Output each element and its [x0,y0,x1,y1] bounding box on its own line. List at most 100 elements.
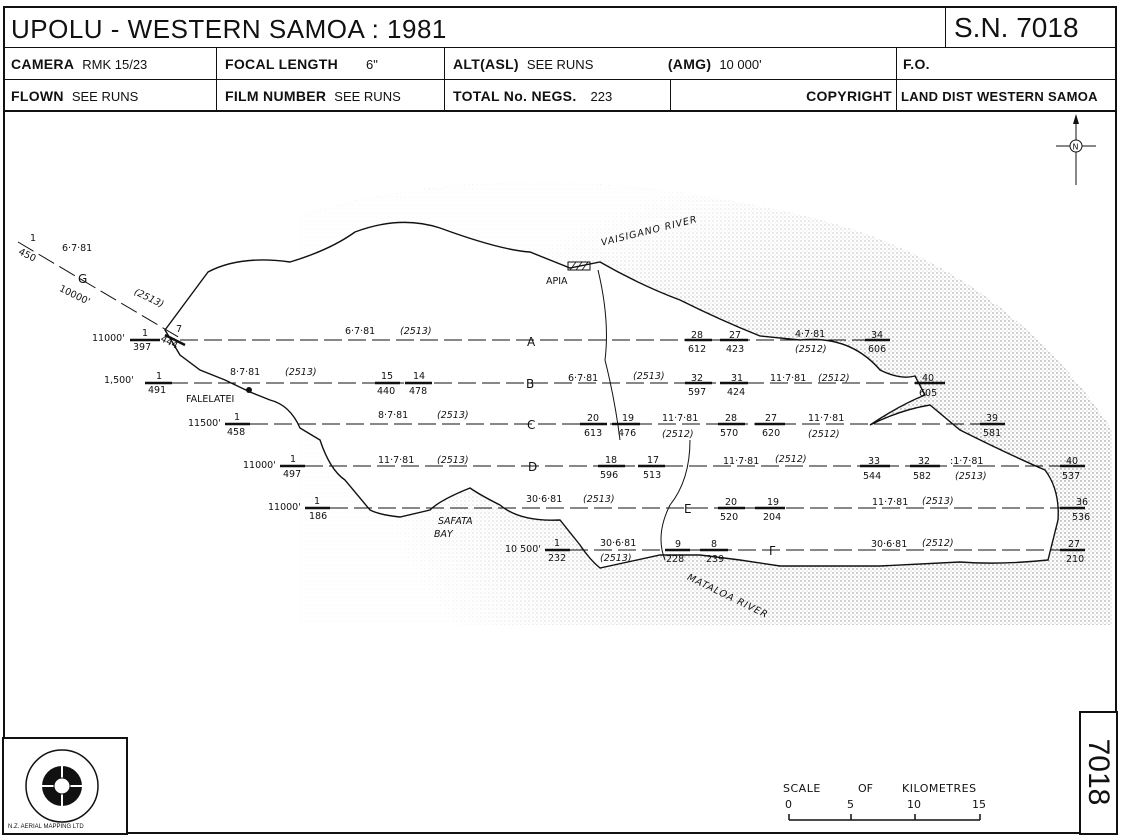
copyright-label: COPYRIGHT [806,88,892,104]
scale-tick-5: 5 [847,798,854,811]
run-a-endb: 606 [868,344,887,355]
run-b-f3: 32 [691,373,704,384]
run-f-date2: 30·6·81 [871,539,908,550]
fo-cell: F.O. [897,48,1117,80]
run-a-f1: 28 [691,330,704,341]
alt-cell: ALT(ASL)SEE RUNS (AMG)10 000' [445,48,897,80]
run-b-date3: 11·7·81 [770,373,807,384]
run-e-start-frame: 1 [314,496,321,507]
run-e-date2: 11·7·81 [872,497,909,508]
run-d-f2b: 513 [643,470,662,481]
amg-value: 10 000' [719,57,762,72]
run-a-f2: 27 [729,330,742,341]
run-e-letter: E [684,502,692,516]
owner-cell: LAND DIST WESTERN SAMOA [897,80,1117,112]
run-a-f2b: 423 [726,344,745,355]
run-c-f2b: 476 [618,428,637,439]
run-g-end: 7 [176,324,183,335]
run-f-endb: 210 [1066,554,1085,565]
run-g-letter: G [78,272,88,286]
run-c-f1b: 613 [584,428,603,439]
run-f-date: 30·6·81 [600,538,637,549]
run-f-end: 27 [1068,539,1081,550]
side-number: 7018 [1082,738,1115,806]
film-value: SEE RUNS [334,89,401,104]
run-c-start-film: 458 [227,427,246,438]
run-f-f1b: 228 [666,554,685,565]
run-b-film3: (2512) [818,373,850,384]
flown-value: SEE RUNS [71,89,139,104]
run-a-alt: 11000' [92,333,125,344]
owner-value: LAND DIST WESTERN SAMOA [901,89,1098,104]
run-c-f1: 20 [587,413,600,424]
run-d-end: 40 [1066,456,1079,467]
run-e-f2b: 204 [763,512,782,523]
run-b-endb: 605 [919,388,938,399]
run-a-f1b: 612 [688,344,707,355]
scale-tick-0: 0 [785,798,792,811]
run-g-date: 6·7·81 [62,243,93,254]
run-b-film: (2513) [285,367,317,378]
place-safata: SAFATA [438,516,473,527]
run-d-f1: 18 [605,455,618,466]
run-d-date: 11·7·81 [378,455,415,466]
run-a-date2: 4·7·81 [795,329,826,340]
run-e-film2: (2513) [922,496,954,507]
run-d-f4b: 582 [913,471,932,482]
place-falelatei: FALELATEI [186,394,235,405]
run-d-start-film: 497 [283,469,302,480]
run-d-film: (2513) [437,455,469,466]
run-a-start-frame: 1 [142,328,149,339]
scale-tick-10: 10 [907,798,921,811]
run-f-film: (2513) [600,553,632,564]
run-c-film3: (2512) [808,429,840,440]
run-d-date2: 11·7·81 [723,456,760,467]
logo-text: N.Z. AERIAL MAPPING LTD [8,824,84,830]
run-c-film2: (2512) [662,429,694,440]
run-b-f4b: 424 [727,387,746,398]
run-b-f3b: 597 [688,387,707,398]
run-a-date: 6·7·81 [345,326,376,337]
run-a-letter: A [527,335,536,349]
run-c-date: 8·7·81 [378,410,409,421]
run-e-alt: 11000' [268,502,301,513]
run-d-f3b: 544 [863,471,882,482]
scale-unit: KILOMETRES [902,782,977,795]
run-d-f3: 33 [868,456,881,467]
run-e-f1: 20 [725,497,738,508]
run-a-end: 34 [871,330,884,341]
alt-label: ALT(ASL) [453,56,519,72]
run-d-date3: :1·7·81 [950,456,984,467]
run-e-endb: 536 [1072,512,1091,523]
run-e-end: 36 [1076,497,1089,508]
focal-value: 6" [366,57,378,72]
run-c-date3: 11·7·81 [808,413,845,424]
run-d-f4: 32 [918,456,931,467]
run-d-start-frame: 1 [290,454,297,465]
run-b-letter: B [526,377,535,391]
run-e-f2: 19 [767,497,780,508]
run-b-end: 40 [922,373,935,384]
run-d-film2: (2512) [775,454,807,465]
negs-cell: TOTAL No. NEGS.223 [445,80,671,112]
fo-label: F.O. [903,56,930,72]
run-c-film: (2513) [437,410,469,421]
map-frame [3,6,1117,834]
run-f-f2b: 239 [706,554,725,565]
run-b-film2: (2513) [633,371,665,382]
run-f-letter: F [769,544,776,558]
run-c-f3b: 570 [720,428,739,439]
run-d-film3: (2513) [955,471,987,482]
run-c-alt: 11500' [188,418,221,429]
run-d-endb: 537 [1062,471,1081,482]
sheet-number: S.N. 7018 [954,12,1079,43]
alt-value: SEE RUNS [526,57,594,72]
run-c-end: 39 [986,413,999,424]
place-bay: BAY [434,529,453,540]
run-b-f2: 14 [413,371,426,382]
scale-label: SCALE [783,782,821,795]
place-apia: APIA [546,276,568,287]
